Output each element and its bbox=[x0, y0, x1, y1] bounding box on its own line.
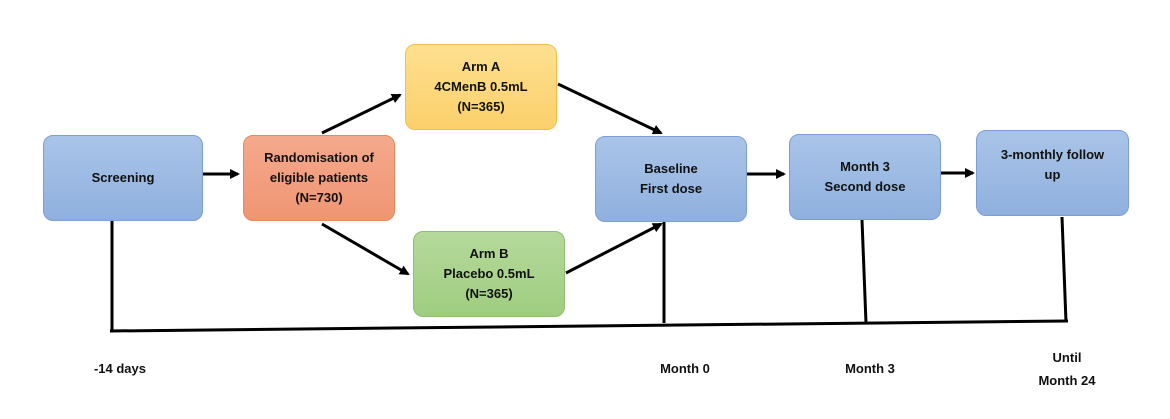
screening-box: Screening bbox=[43, 135, 203, 221]
baseline-dose: First dose bbox=[639, 181, 703, 196]
baseline-box: Baseline First dose bbox=[595, 136, 747, 222]
month3-dose: Second dose bbox=[824, 179, 906, 194]
randomisation-line-3: (N=730) bbox=[295, 190, 343, 205]
randomisation-line-1: Randomisation of bbox=[264, 150, 374, 165]
arm-b-box: Arm B Placebo 0.5mL (N=365) bbox=[413, 231, 565, 317]
arm-a-box: Arm A 4CMenB 0.5mL (N=365) bbox=[405, 44, 557, 130]
month3-box: Month 3 Second dose bbox=[789, 134, 941, 220]
drop-month3 bbox=[860, 219, 868, 324]
arrow-arm-b-to-baseline bbox=[565, 222, 663, 275]
followup-box: 3-monthly follow up bbox=[976, 130, 1129, 216]
arrow-randomisation-to-arm-b bbox=[321, 222, 410, 276]
followup-line-1: 3-monthly follow bbox=[1000, 147, 1105, 162]
timeline-label-month24: Month 24 bbox=[1038, 373, 1096, 388]
arm-a-title: Arm A bbox=[461, 59, 501, 74]
arm-b-treatment: Placebo 0.5mL bbox=[443, 266, 535, 281]
arm-a-treatment: 4CMenB 0.5mL bbox=[434, 79, 528, 94]
month3-title: Month 3 bbox=[840, 159, 890, 174]
arm-a-count: (N=365) bbox=[457, 99, 505, 114]
timeline-axis bbox=[109, 319, 1069, 333]
timeline-label-minus14: -14 days bbox=[93, 361, 147, 376]
followup-line-2: up bbox=[1044, 167, 1061, 182]
timeline-label-month3: Month 3 bbox=[845, 361, 895, 376]
randomisation-line-2: eligible patients bbox=[269, 170, 369, 185]
screening-label: Screening bbox=[91, 170, 155, 185]
arm-b-title: Arm B bbox=[469, 246, 509, 261]
timeline-label-month0: Month 0 bbox=[660, 361, 710, 376]
timeline-label-until: Until bbox=[1052, 350, 1082, 365]
randomisation-box: Randomisation of eligible patients (N=73… bbox=[243, 135, 395, 221]
baseline-title: Baseline bbox=[644, 161, 698, 176]
arm-b-count: (N=365) bbox=[465, 286, 513, 301]
arrow-arm-a-to-baseline bbox=[557, 82, 663, 135]
arrow-randomisation-to-arm-a bbox=[321, 93, 402, 135]
drop-followup bbox=[1060, 216, 1068, 323]
